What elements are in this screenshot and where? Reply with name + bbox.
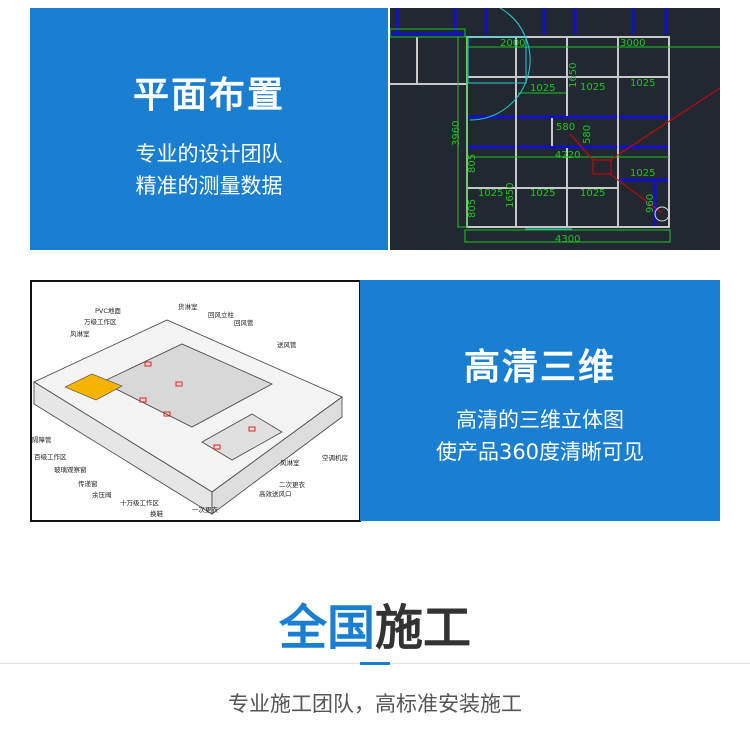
floor-plan-panel: 平面布置 专业的设计团队 精准的测量数据 <box>30 8 388 250</box>
dim-label: 1025 <box>478 188 503 199</box>
dim-label: 805 <box>467 154 478 173</box>
dim-label: 1025 <box>580 188 605 199</box>
section-line: 精准的测量数据 <box>135 174 283 198</box>
dim-label: 1650 <box>505 183 516 208</box>
section-line: 高清的三维立体图 <box>456 408 624 432</box>
diagram-label: 百级工作区 <box>34 452 67 461</box>
construction-heading: 全国施工 <box>0 588 750 658</box>
diagram-label: 风淋室 <box>70 329 90 338</box>
section-line: 使产品360度清晰可见 <box>435 440 645 464</box>
section-line: 专业的设计团队 <box>135 142 283 166</box>
diagram-label: 万级工作区 <box>84 317 117 326</box>
dim-label: 960 <box>645 194 656 213</box>
dim-label: 3960 <box>451 121 462 146</box>
diagram-label: 一次更衣 <box>192 505 219 514</box>
section-title: 高清三维 <box>463 347 616 388</box>
diagram-label: 传递窗 <box>78 479 98 488</box>
dim-label: 3000 <box>620 38 645 49</box>
dim-label: 805 <box>467 199 478 218</box>
diagram-label: 货淋室 <box>178 302 198 311</box>
dim-label: 1650 <box>568 63 579 88</box>
heading-blue-part: 全国 <box>278 600 375 656</box>
dim-label: 4220 <box>555 150 580 161</box>
diagram-label: PVC地面 <box>95 306 121 315</box>
3d-panel: 高清三维 高清的三维立体图 使产品360度清晰可见 <box>360 280 720 521</box>
dim-label: 580 <box>556 122 575 133</box>
diagram-label: 玻璃观察窗 <box>54 465 87 474</box>
heading-dark-part: 施工 <box>375 600 472 656</box>
diagram-label: 十万级工作区 <box>120 498 160 507</box>
diagram-label: 二次更衣 <box>279 480 306 489</box>
diagram-label: 高效送风口 <box>259 489 292 498</box>
dim-label: 1025 <box>630 168 655 179</box>
diagram-label: 余压阀 <box>92 490 112 499</box>
dim-label: 2000 <box>500 38 525 49</box>
diagram-label: 隔障管 <box>32 435 52 444</box>
accent-bar <box>360 662 390 665</box>
highlight-room <box>64 373 123 401</box>
diagram-label: 空调机房 <box>322 453 348 462</box>
diagram-label: 回风立柱 <box>208 310 235 319</box>
cleanroom-3d-diagram: PVC地面 万级工作区 风淋室 货淋室 回风立柱 回风管 送风管 隔障管 百级工… <box>30 280 361 522</box>
diagram-label: 送风管 <box>277 340 297 349</box>
diagram-label: 回风管 <box>234 318 254 327</box>
dim-label: 1025 <box>580 82 605 93</box>
dim-label: 4300 <box>555 234 580 245</box>
dim-label: 1025 <box>530 83 555 94</box>
dim-label: 1025 <box>630 78 655 89</box>
dim-label: 1025 <box>530 188 555 199</box>
diagram-label: 换鞋 <box>150 509 164 518</box>
construction-subtitle: 专业施工团队，高标准安装施工 <box>228 692 522 716</box>
dim-label: 580 <box>582 125 593 144</box>
diagram-label: 风淋室 <box>280 458 300 467</box>
cad-floor-plan-image: 2000 3000 1025 1650 1025 1025 3960 580 5… <box>389 7 721 250</box>
section-title: 平面布置 <box>132 75 285 116</box>
